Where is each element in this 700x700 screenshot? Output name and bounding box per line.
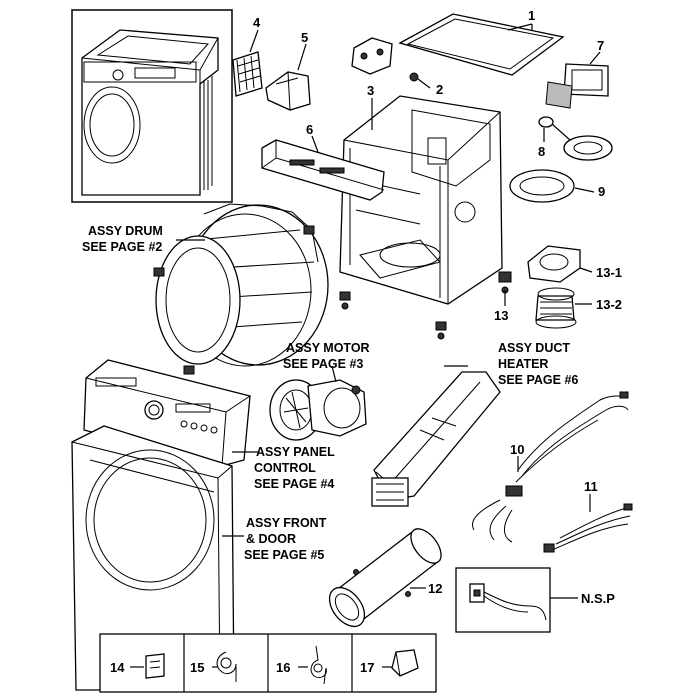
callout-drum-line-2: SEE PAGE #2 xyxy=(82,240,162,254)
duct-heater-assembly xyxy=(371,365,501,507)
part-label-16: 16 xyxy=(276,660,290,675)
small-parts-table xyxy=(99,633,437,693)
part-label-1: 1 xyxy=(528,8,535,23)
callout-drum-line-1: ASSY DRUM xyxy=(88,224,163,238)
top-panel-part xyxy=(398,13,565,76)
power-cord-box xyxy=(455,567,578,633)
callout-motor-line-2: SEE PAGE #3 xyxy=(283,357,363,371)
part-label-7: 7 xyxy=(597,38,604,53)
part-label-11: 11 xyxy=(584,479,598,494)
part-label-15: 15 xyxy=(190,660,204,675)
cabinet-part xyxy=(339,95,503,305)
part-label-6: 6 xyxy=(306,122,313,137)
callout-duct-line-3: SEE PAGE #6 xyxy=(498,373,578,387)
part-label-5: 5 xyxy=(301,30,308,45)
nsp-label: N.S.P xyxy=(581,591,615,606)
gasket-part xyxy=(563,135,613,161)
wire-harness-part-10 xyxy=(472,391,629,543)
front-rail-part xyxy=(261,135,385,201)
callout-motor-line-1: ASSY MOTOR xyxy=(286,341,370,355)
callout-front-line-3: SEE PAGE #5 xyxy=(244,548,324,562)
callout-front-line-1: ASSY FRONT xyxy=(246,516,327,530)
part-label-17: 17 xyxy=(360,660,374,675)
filter-part xyxy=(232,29,263,97)
part-label-9: 9 xyxy=(598,184,605,199)
drum-assembly xyxy=(153,203,329,375)
exhaust-duct-part xyxy=(328,528,442,628)
clip-part-8 xyxy=(538,116,571,142)
dryer-overview-inset xyxy=(71,9,233,203)
top-bracket-part xyxy=(351,37,393,75)
front-door-assembly xyxy=(71,425,244,691)
callout-panel-line-3: SEE PAGE #4 xyxy=(254,477,334,491)
part-label-12: 12 xyxy=(428,581,442,596)
part-label-3: 3 xyxy=(367,83,374,98)
part-label-13-2: 13-2 xyxy=(596,297,622,312)
part-label-2: 2 xyxy=(436,82,443,97)
callout-panel-line-2: CONTROL xyxy=(254,461,316,475)
motor-assembly xyxy=(269,365,367,441)
motor-foot-assembly xyxy=(498,245,593,329)
part-label-13: 13 xyxy=(494,308,508,323)
callout-duct-line-1: ASSY DUCT xyxy=(498,341,570,355)
part-label-10: 10 xyxy=(510,442,524,457)
part-label-8: 8 xyxy=(538,144,545,159)
display-module-part xyxy=(545,51,609,109)
rear-seal-part xyxy=(509,169,595,203)
callout-front-line-2: & DOOR xyxy=(246,532,296,546)
part-label-13-1: 13-1 xyxy=(596,265,622,280)
callout-panel-line-1: ASSY PANEL xyxy=(256,445,335,459)
callout-duct-line-2: HEATER xyxy=(498,357,548,371)
screw-part xyxy=(409,72,431,89)
bracket-part-5 xyxy=(265,43,311,111)
part-label-4: 4 xyxy=(253,15,261,30)
part-label-14: 14 xyxy=(110,660,125,675)
wire-harness-part-11 xyxy=(543,494,633,553)
